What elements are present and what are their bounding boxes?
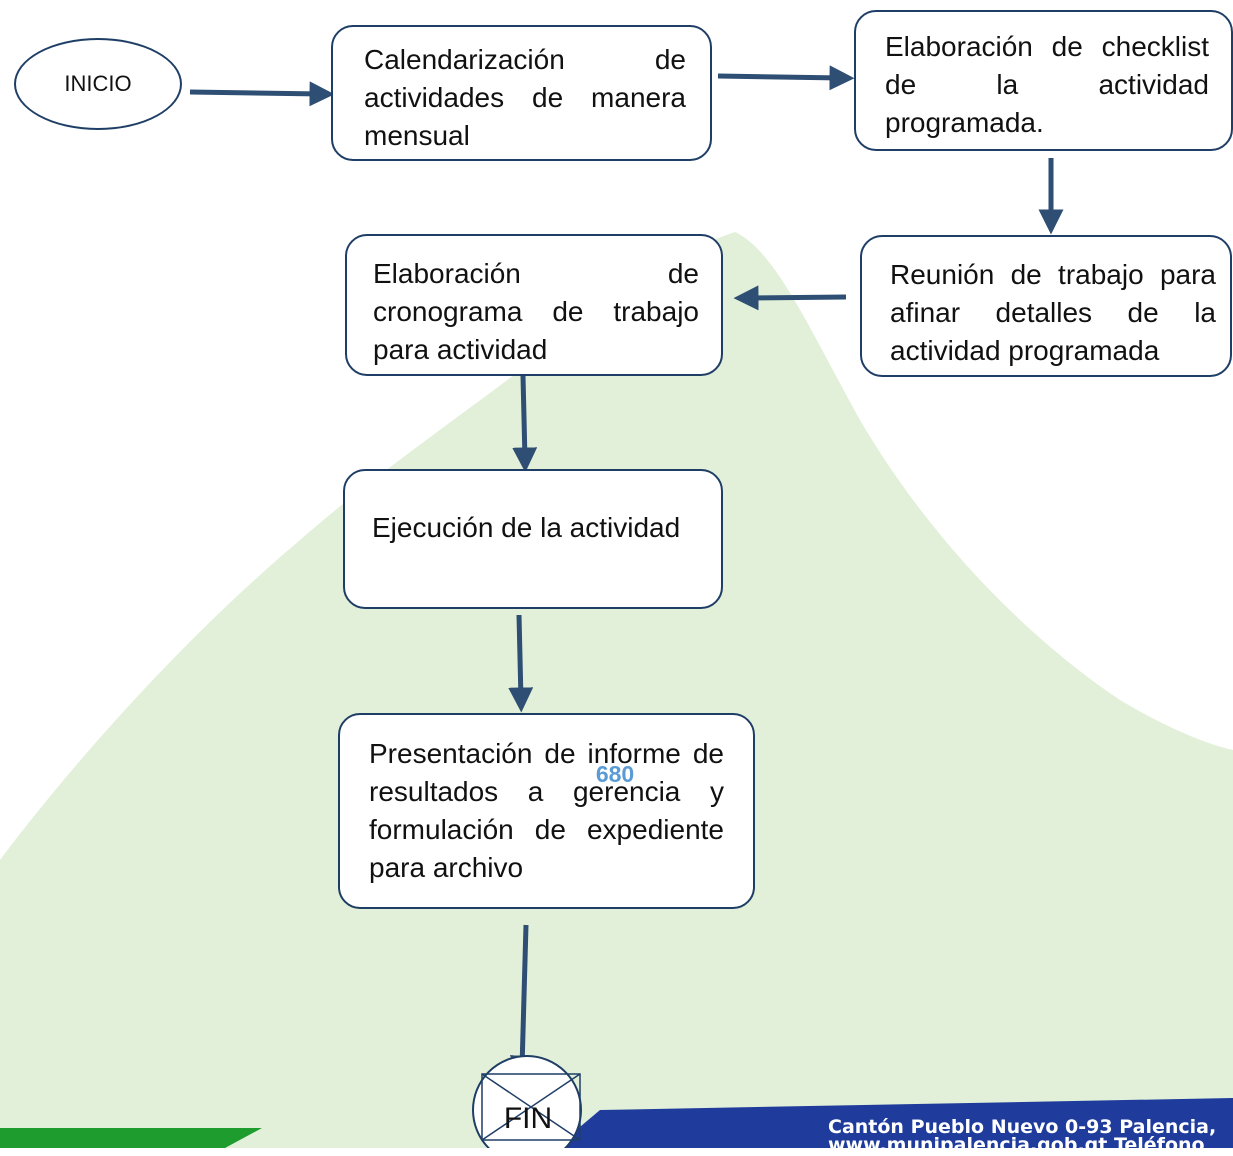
arrow-step3-to-step4	[733, 285, 847, 311]
arrow-step5-to-step6	[508, 614, 534, 713]
step-checklist-text: Elaboración de checklist de la actividad…	[885, 31, 1209, 138]
page-number: 680	[595, 760, 635, 787]
step-execution-box: Ejecución de la actividad	[343, 469, 723, 609]
footer-blue-bar	[555, 1098, 1233, 1148]
arrow-step4-to-step5	[512, 375, 538, 473]
arrow-step6-to-fin	[509, 924, 535, 1081]
step-calendarization-text: Calendarización de actividades de manera…	[364, 44, 686, 151]
step-execution-text: Ejecución de la actividad	[372, 512, 681, 543]
arrow-inicio-to-step1	[189, 81, 335, 107]
step-checklist-box: Elaboración de checklist de la actividad…	[854, 10, 1233, 151]
step-schedule-text: Elaboración de cronograma de trabajo par…	[373, 258, 699, 365]
step-report-text: Presentación de informe de resultados a …	[369, 738, 724, 883]
step-meeting-box: Reunión de trabajo para afinar detalles …	[860, 235, 1232, 377]
footer-address-line2: www.munipalencia.gob.gt Teléfono	[828, 1134, 1205, 1156]
step-report-box: Presentación de informe de resultados a …	[338, 713, 755, 909]
footer-address: Cantón Pueblo Nuevo 0-93 Palencia, www.m…	[828, 1116, 1233, 1156]
step-calendarization-box: Calendarización de actividades de manera…	[331, 25, 712, 161]
step-schedule-box: Elaboración de cronograma de trabajo par…	[345, 234, 723, 376]
step-meeting-text: Reunión de trabajo para afinar detalles …	[890, 259, 1216, 366]
end-label: FIN	[503, 1102, 553, 1135]
start-node: INICIO	[14, 38, 182, 130]
arrow-step1-to-step2	[717, 65, 855, 91]
footer-address-line1: Cantón Pueblo Nuevo 0-93 Palencia,	[828, 1116, 1217, 1138]
footer-green-bar	[0, 1128, 262, 1148]
start-label: INICIO	[64, 71, 132, 96]
